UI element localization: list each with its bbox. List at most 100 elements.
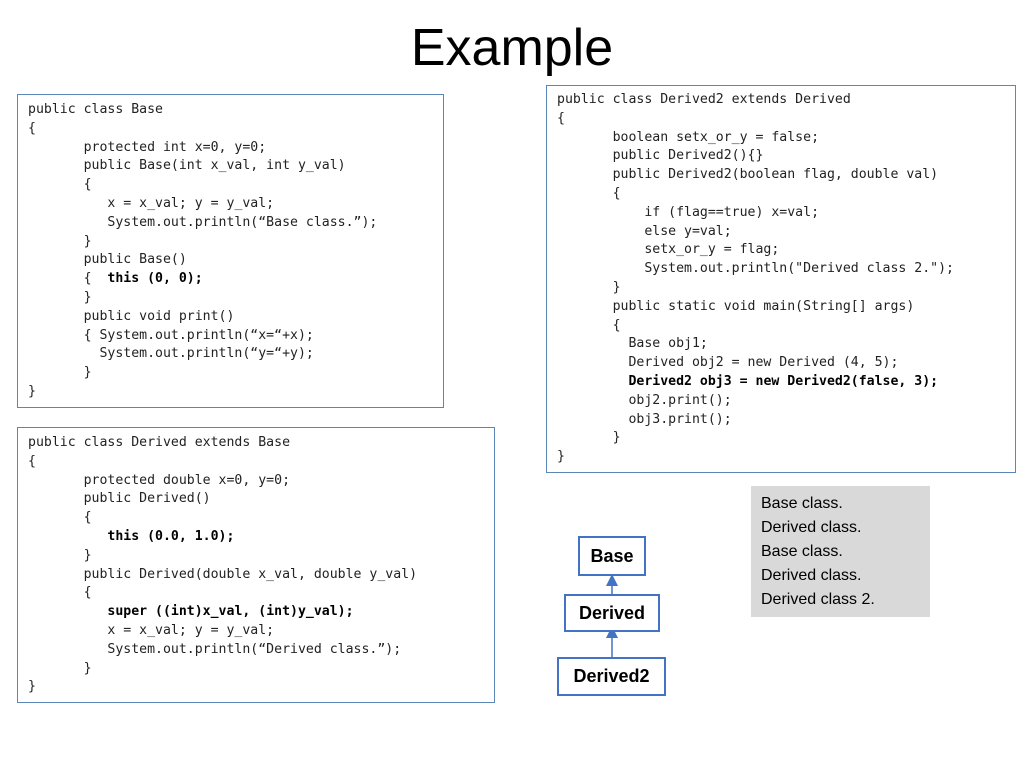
code-text: public Base(): [28, 252, 187, 268]
derived2-class-node: Derived2: [557, 657, 666, 696]
code-line: public Derived2(boolean flag, double val…: [557, 166, 1005, 185]
code-text: }: [28, 660, 92, 676]
code-line: public Base(): [28, 251, 433, 270]
code-line: else y=val;: [557, 223, 1005, 242]
code-line: System.out.println(“Base class.”);: [28, 214, 433, 233]
code-text: public Derived2(boolean flag, double val…: [557, 167, 939, 183]
code-line: }: [28, 660, 484, 679]
code-line: setx_or_y = flag;: [557, 241, 1005, 260]
code-text: public Derived2(){}: [557, 148, 764, 164]
code-text: System.out.println(“Base class.”);: [28, 214, 378, 230]
program-output-box: Base class. Derived class. Base class. D…: [751, 486, 930, 617]
code-text: public Base(int x_val, int y_val): [28, 158, 346, 174]
code-text: }: [28, 233, 92, 249]
code-line: obj2.print();: [557, 392, 1005, 411]
code-line: {: [557, 317, 1005, 336]
code-line: public Derived(double x_val, double y_va…: [28, 566, 484, 585]
code-line: x = x_val; y = y_val;: [28, 622, 484, 641]
code-text: }: [557, 279, 621, 295]
code-line: this (0.0, 1.0);: [28, 528, 484, 547]
code-text: {: [557, 110, 565, 126]
code-text: }: [28, 289, 92, 305]
code-line: Derived obj2 = new Derived (4, 5);: [557, 354, 1005, 373]
code-line: {: [28, 120, 433, 139]
code-text: {: [28, 120, 36, 136]
output-line: Derived class.: [761, 519, 862, 536]
code-line: System.out.println("Derived class 2.");: [557, 260, 1005, 279]
code-text: Base obj1;: [557, 336, 708, 352]
code-text: public Derived(): [28, 491, 211, 507]
code-line: }: [557, 429, 1005, 448]
code-text: {: [28, 453, 36, 469]
code-line: System.out.println(“y=“+y);: [28, 345, 433, 364]
code-text: public static void main(String[] args): [557, 298, 915, 314]
code-text: public class Base: [28, 102, 163, 117]
code-line: }: [28, 233, 433, 252]
code-line: {: [557, 185, 1005, 204]
base-class-code-box: public class Base { protected int x=0, y=…: [17, 94, 444, 408]
code-line: {: [557, 110, 1005, 129]
code-line: }: [28, 364, 433, 383]
code-line: boolean setx_or_y = false;: [557, 129, 1005, 148]
code-line: protected double x=0, y=0;: [28, 472, 484, 491]
code-text: System.out.println("Derived class 2.");: [557, 261, 954, 277]
code-block: public class Derived2 extends Derived { b…: [557, 91, 1005, 467]
code-highlight: this (0, 0);: [107, 271, 203, 287]
code-text: System.out.println(“Derived class.”);: [28, 641, 402, 657]
code-text: x = x_val; y = y_val;: [28, 195, 275, 211]
code-line: public void print(): [28, 308, 433, 327]
code-line: System.out.println(“Derived class.”);: [28, 641, 484, 660]
code-line: Base obj1;: [557, 335, 1005, 354]
code-text: protected int x=0, y=0;: [28, 139, 267, 155]
code-highlight: this (0.0, 1.0);: [107, 528, 235, 544]
code-text: public class Derived2 extends Derived: [557, 92, 851, 107]
code-block: public class Derived extends Base { prote…: [28, 434, 484, 697]
code-text: }: [28, 547, 92, 563]
code-text: {: [557, 317, 621, 333]
code-text: }: [557, 449, 565, 465]
code-text: boolean setx_or_y = false;: [557, 129, 820, 145]
code-text: }: [557, 430, 621, 446]
code-line: {: [28, 509, 484, 528]
code-text: protected double x=0, y=0;: [28, 472, 291, 488]
code-line: }: [557, 448, 1005, 467]
code-line: super ((int)x_val, (int)y_val);: [28, 603, 484, 622]
code-line: obj3.print();: [557, 411, 1005, 430]
code-line: {: [28, 584, 484, 603]
code-highlight: super ((int)x_val, (int)y_val);: [107, 604, 354, 620]
derived2-class-code-box: public class Derived2 extends Derived { b…: [546, 85, 1016, 473]
code-line: }: [28, 289, 433, 308]
code-text: {: [28, 177, 92, 193]
code-line: { this (0, 0);: [28, 270, 433, 289]
output-line: Derived class 2.: [761, 591, 875, 608]
code-text: {: [28, 271, 108, 287]
code-line: }: [28, 547, 484, 566]
derived-class-code-box: public class Derived extends Base { prote…: [17, 427, 495, 703]
code-text: obj2.print();: [557, 392, 732, 408]
code-text: public class Derived extends Base: [28, 435, 291, 450]
code-line: protected int x=0, y=0;: [28, 139, 433, 158]
code-text: }: [28, 679, 36, 695]
code-line: Derived2 obj3 = new Derived2(false, 3);: [557, 373, 1005, 392]
output-line: Base class.: [761, 543, 843, 560]
code-text: {: [28, 585, 92, 601]
derived-class-node: Derived: [564, 594, 660, 632]
code-text: System.out.println(“y=“+y);: [28, 346, 314, 362]
code-line: }: [557, 279, 1005, 298]
code-line: public class Base: [28, 101, 433, 120]
code-text: x = x_val; y = y_val;: [28, 622, 275, 638]
code-line: x = x_val; y = y_val;: [28, 195, 433, 214]
slide-title: Example: [410, 19, 614, 77]
code-text: obj3.print();: [557, 411, 732, 427]
code-line: public Base(int x_val, int y_val): [28, 157, 433, 176]
code-line: }: [28, 678, 484, 697]
base-class-node: Base: [578, 536, 646, 576]
code-line: public static void main(String[] args): [557, 298, 1005, 317]
code-highlight: Derived2 obj3 = new Derived2(false, 3);: [628, 373, 939, 389]
output-line: Base class.: [761, 495, 843, 512]
code-line: public class Derived extends Base: [28, 434, 484, 453]
code-line: {: [28, 453, 484, 472]
code-line: }: [28, 383, 433, 402]
code-line: { System.out.println(“x=“+x);: [28, 327, 433, 346]
